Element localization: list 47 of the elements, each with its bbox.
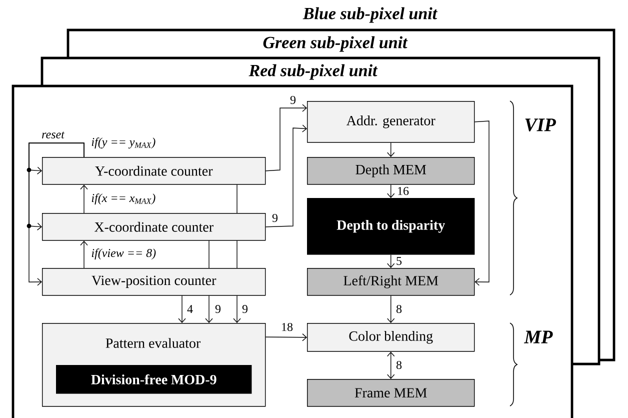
arrow [387,142,395,157]
edge-label: 9 [241,304,249,314]
arrow [205,295,213,323]
process-box: Addr. generator [307,101,475,143]
frame-title: Blue sub-pixel unit [302,7,438,23]
frame-title: Red sub-pixel unit [248,64,378,80]
process-box: X-coordinate counter [42,213,266,241]
connector-line [236,184,238,214]
edge-label: 16 [396,186,410,196]
process-box: Division-free MOD-9 [56,365,252,394]
edge-label: if(view == 8) [90,248,158,260]
arrow [80,184,88,214]
arrow [265,333,307,342]
arrow [265,104,307,172]
group-label: VIP [525,118,556,132]
arrow [28,142,84,286]
process-box: Depth to disparity [307,198,475,255]
arrow [265,124,307,228]
arrow [387,184,395,198]
condition-label: if(y == y$_{MAX}$) [92,137,156,149]
frame-title: Green sub-pixel unit [263,36,408,52]
edge-label: 5 [395,256,403,266]
arrow [474,120,490,286]
edge-label: 8 [395,304,403,314]
memory-box: Depth MEM [307,157,475,185]
group-label: MP [524,330,553,344]
connector-line [236,240,238,268]
edge-label: if(x == x$_{MAX}$) [90,192,157,206]
edge-label: 9 [214,304,222,314]
edge-label: 8 [395,360,403,370]
edge-label: 9 [271,212,279,224]
arrow [233,295,241,323]
arrow [387,352,395,379]
arrow [387,254,395,268]
memory-box: Frame MEM [307,379,475,407]
process-box: View-position counter [42,268,266,296]
memory-box: Left/Right MEM [307,268,475,296]
arrow [80,240,88,268]
edge-label: 9 [289,94,297,106]
arrow [387,295,395,323]
edge-label: reset [40,130,66,140]
process-box: Color blending [307,323,475,352]
arrow [178,295,186,323]
process-box: Y-coordinate counter [42,157,266,185]
connector-line [208,240,210,268]
edge-label: 4 [186,304,194,314]
edge-label: 18 [280,322,294,332]
